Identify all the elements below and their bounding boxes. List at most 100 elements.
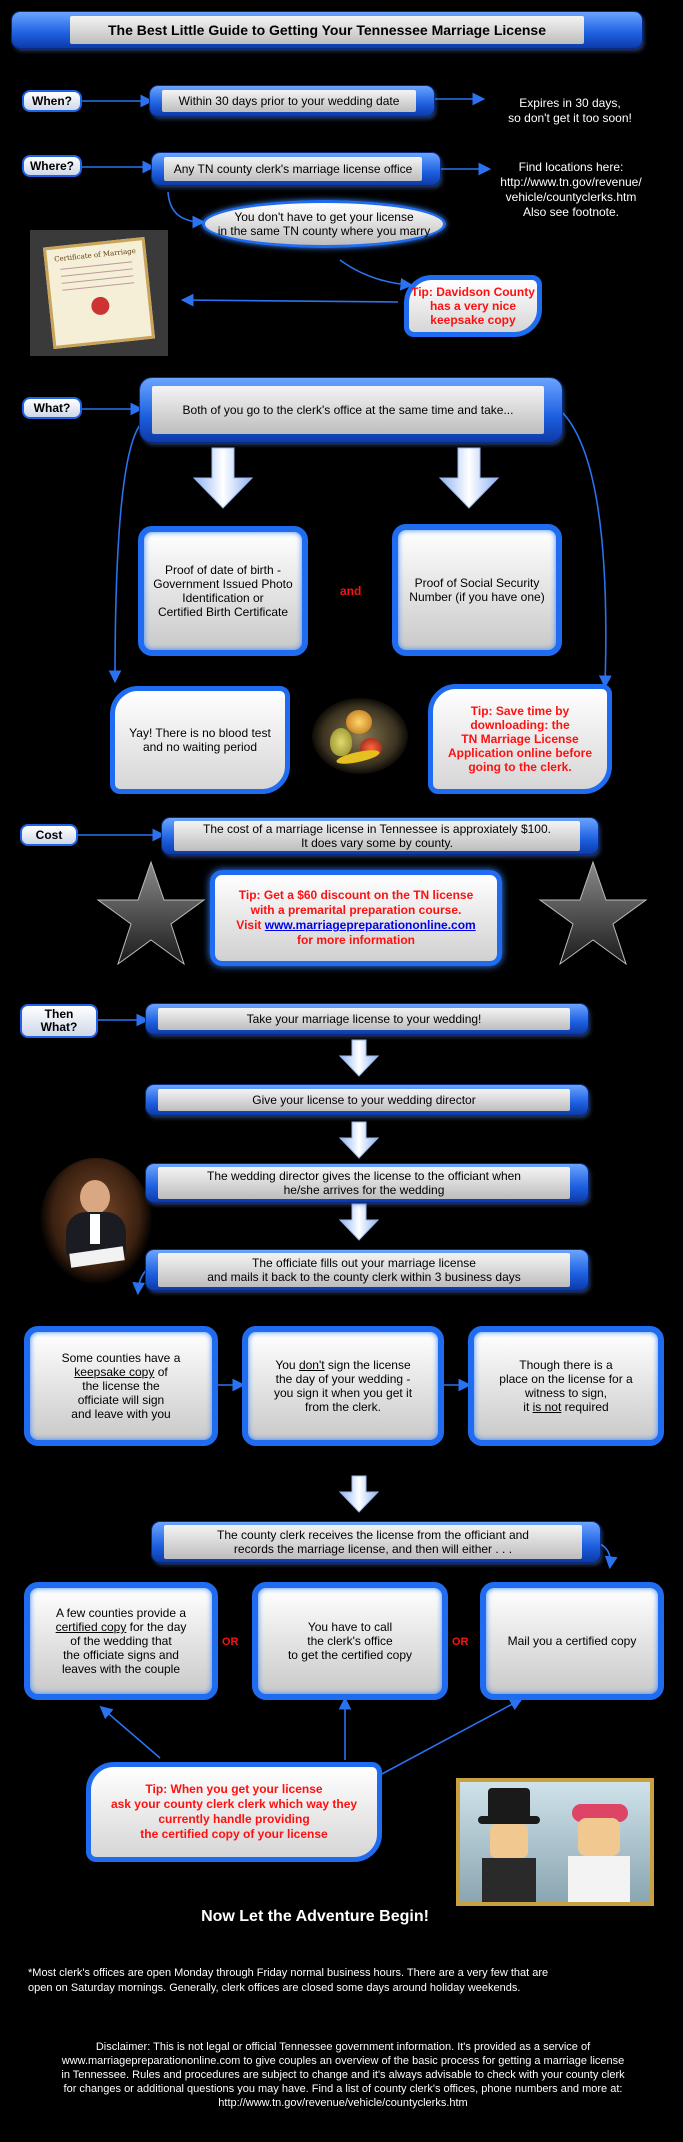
officiant-signing-photo — [40, 1158, 152, 1284]
when-text: Within 30 days prior to your wedding dat… — [162, 90, 416, 112]
disclaimer: Disclaimer: This is not legal or officia… — [14, 2040, 672, 2110]
star-icon — [96, 860, 206, 966]
note-line: Also see footnote. — [522, 205, 620, 219]
no-blood-test-box: Yay! There is no blood test and no waiti… — [110, 686, 290, 794]
county-line: You don't have to get your license — [234, 210, 414, 224]
witness-line: it is not required — [523, 1400, 609, 1414]
page-title: The Best Little Guide to Getting Your Te… — [70, 16, 584, 44]
star-icon — [538, 860, 648, 966]
county-line: in the same TN county where you marry — [217, 224, 431, 238]
footnote-line: open on Saturday mornings. Generally, cl… — [28, 1982, 521, 1994]
cost-line: It does vary some by county. — [301, 836, 453, 850]
disclaimer-line: www.marriagepreparationonline.com to giv… — [61, 2055, 625, 2067]
tip-line: ask your county clerk clerk which way th… — [110, 1797, 358, 1811]
witness-line: Though there is a — [519, 1358, 613, 1372]
or-label: OR — [452, 1636, 469, 1648]
bride-groom-figurines-photo — [456, 1778, 654, 1906]
dont-sign-card: You don't sign the license the day of yo… — [242, 1326, 444, 1446]
footnote: *Most clerk's offices are open Monday th… — [28, 1966, 668, 1996]
tip-line: for more information — [296, 933, 415, 947]
where-locations-note: Find locations here: http://www.tn.gov/r… — [466, 160, 676, 220]
ssn-line: Number (if you have one) — [409, 590, 545, 604]
witness-line: witness to sign, — [524, 1386, 608, 1400]
cost-label: Cost — [20, 824, 78, 846]
option-line: A few counties provide a — [55, 1606, 187, 1620]
tip-line: keepsake copy — [430, 313, 516, 327]
tip-line: has a very nice — [429, 299, 517, 313]
step-text: Give your license to your wedding direct… — [158, 1089, 570, 1111]
step-director-gives: The wedding director gives the license t… — [146, 1164, 588, 1202]
title-bar: The Best Little Guide to Getting Your Te… — [12, 12, 642, 48]
what-label: What? — [22, 397, 82, 419]
cost-box: The cost of a marriage license in Tennes… — [162, 818, 598, 854]
step-line: he/she arrives for the wedding — [283, 1183, 445, 1197]
where-box: Any TN county clerk's marriage license o… — [152, 153, 440, 185]
what-box: Both of you go to the clerk's office at … — [140, 378, 562, 442]
keepsake-line: officiate will sign — [77, 1393, 165, 1407]
footnote-line: *Most clerk's offices are open Monday th… — [28, 1967, 549, 1979]
note-line: vehicle/countyclerks.htm — [505, 190, 637, 204]
tip-line: Tip: Davidson County — [411, 285, 535, 299]
step-line: and mails it back to the county clerk wi… — [207, 1270, 521, 1284]
disclaimer-line: Disclaimer: This is not legal or officia… — [95, 2041, 591, 2053]
tip-line: currently handle providing — [158, 1812, 310, 1826]
then-what-label: Then What? — [20, 1004, 98, 1038]
where-text: Any TN county clerk's marriage license o… — [164, 157, 422, 181]
option-certified-copy-card: A few counties provide a certified copy … — [24, 1582, 218, 1700]
note-line: http://www.tn.gov/revenue/ — [500, 175, 642, 189]
marriage-certificate-photo: Certificate of Marriage — [30, 230, 168, 356]
when-box: Within 30 days prior to your wedding dat… — [150, 86, 434, 116]
option-line: You have to call — [307, 1620, 393, 1634]
option-line: Mail you a certified copy — [507, 1634, 637, 1648]
marriage-prep-link[interactable]: www.marriagepreparationonline.com — [264, 918, 476, 932]
no-blood-line: Yay! There is no blood test — [129, 726, 271, 740]
keepsake-line: and leave with you — [71, 1407, 171, 1421]
option-call-clerk-card: You have to call the clerk's office to g… — [252, 1582, 448, 1700]
disclaimer-line: http://www.tn.gov/revenue/vehicle/county… — [218, 2097, 468, 2109]
option-line: leaves with the couple — [61, 1662, 181, 1676]
option-line: certified copy for the day — [55, 1620, 187, 1634]
option-line: the clerk's office — [307, 1634, 393, 1648]
witness-line: place on the license for a — [499, 1372, 633, 1386]
dont-sign-line: you sign it when you get it — [273, 1386, 413, 1400]
closing-heading: Now Let the Adventure Begin! — [201, 1908, 429, 1925]
any-county-bubble: You don't have to get your license in th… — [202, 200, 446, 248]
tip-line: going to the clerk. — [468, 760, 572, 774]
and-label: and — [340, 584, 362, 598]
birth-line: Certified Birth Certificate — [157, 605, 289, 619]
label-line: Then — [44, 1007, 74, 1021]
step-officiate-fills: The officiate fills out your marriage li… — [146, 1250, 588, 1290]
no-blood-line: and no waiting period — [142, 740, 258, 754]
tip-line: Tip: Save time by — [470, 704, 570, 718]
dont-sign-line: the day of your wedding - — [275, 1372, 411, 1386]
birth-line: Government Issued Photo — [153, 577, 293, 591]
dont-sign-line: from the clerk. — [304, 1400, 382, 1414]
ssn-proof-card: Proof of Social Security Number (if you … — [392, 524, 562, 656]
note-line: Find locations here: — [518, 160, 624, 174]
tip-line: Visit www.marriagepreparationonline.com — [236, 918, 475, 933]
option-line: of the wedding that — [70, 1634, 172, 1648]
option-line: the officiate signs and — [63, 1648, 179, 1662]
ssn-line: Proof of Social Security — [414, 576, 540, 590]
tip-line: Application online before — [447, 746, 592, 760]
disclaimer-line: for changes or additional questions you … — [63, 2083, 623, 2095]
step-line: The wedding director gives the license t… — [207, 1169, 521, 1183]
when-label: When? — [22, 90, 82, 112]
keepsake-line: keepsake copy of — [74, 1365, 168, 1379]
birth-line: Proof of date of birth - — [164, 563, 282, 577]
dont-sign-line: You don't sign the license — [275, 1358, 411, 1372]
birth-proof-card: Proof of date of birth - Government Issu… — [138, 526, 308, 656]
witness-card: Though there is a place on the license f… — [468, 1326, 664, 1446]
birth-line: Identification or — [182, 591, 264, 605]
clerk-receives-box: The county clerk receives the license fr… — [152, 1522, 600, 1562]
label-line: What? — [40, 1020, 78, 1034]
step-line: The officiate fills out your marriage li… — [252, 1256, 476, 1270]
what-text: Both of you go to the clerk's office at … — [152, 386, 544, 434]
when-expiry-note: Expires in 30 days, so don't get it too … — [470, 96, 670, 126]
ask-clerk-tip: Tip: When you get your license ask your … — [86, 1762, 382, 1862]
or-label: OR — [222, 1636, 239, 1648]
tip-line: the certified copy of your license — [140, 1827, 328, 1841]
keepsake-line: Some counties have a — [61, 1351, 181, 1365]
tip-line: Tip: When you get your license — [145, 1782, 323, 1796]
discount-tip: Tip: Get a $60 discount on the TN licens… — [210, 870, 502, 966]
